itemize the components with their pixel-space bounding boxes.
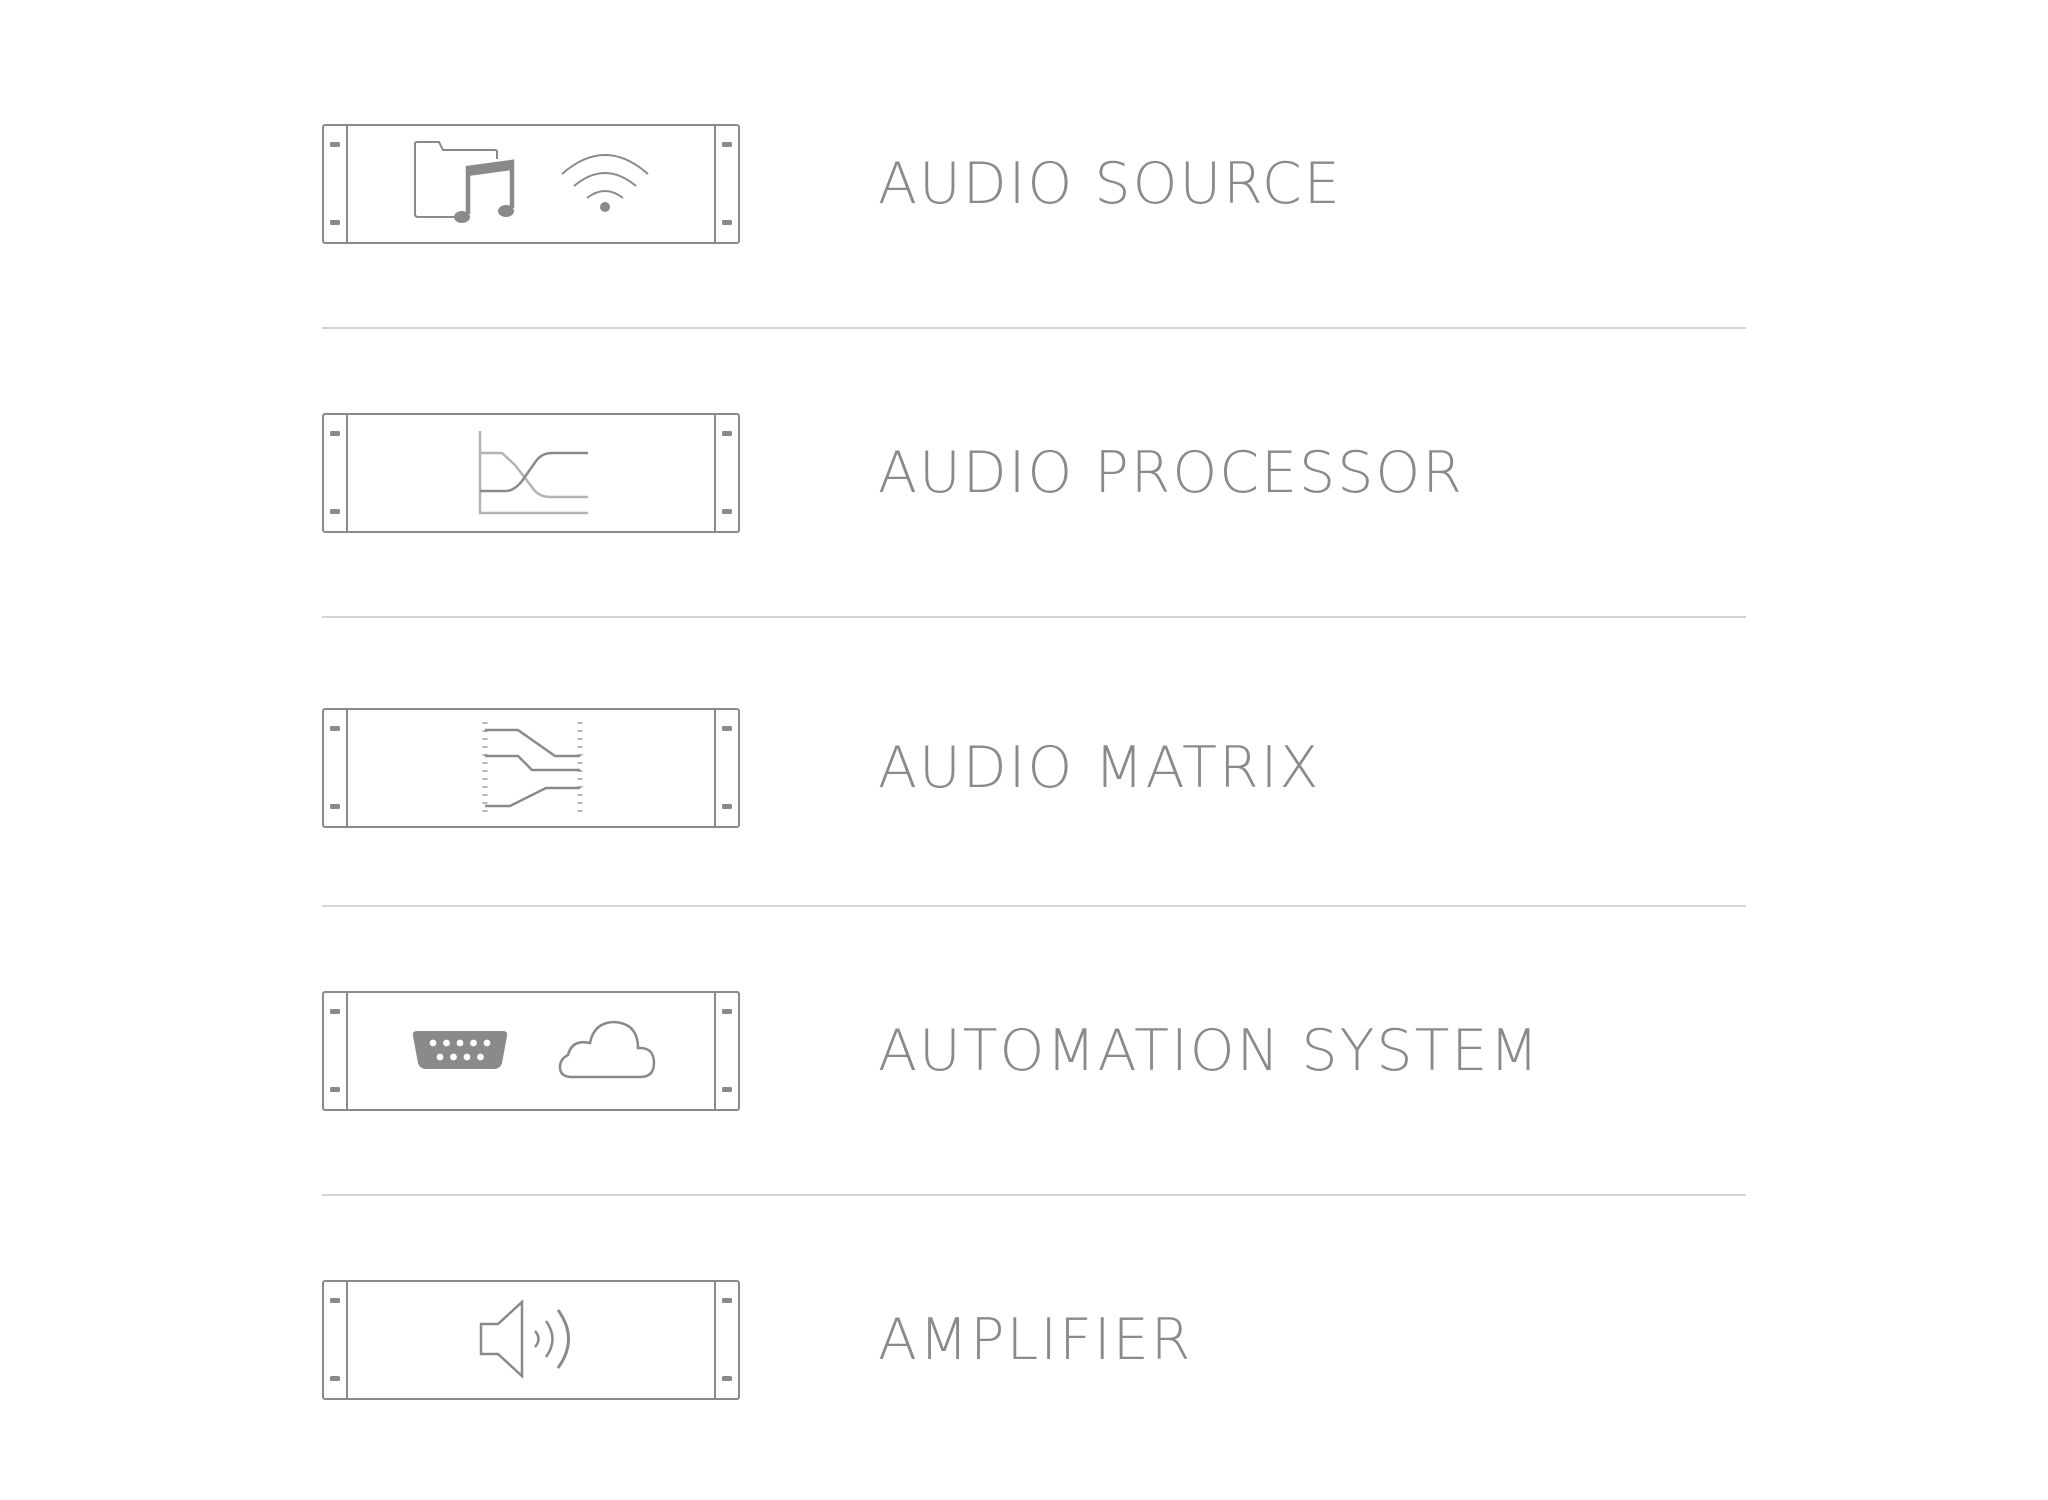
wifi-icon: [561, 154, 649, 212]
rack-unit: [322, 124, 740, 244]
device-label: AUTOMATION SYSTEM: [878, 1018, 1541, 1084]
row-audio-source: AUDIO SOURCE: [322, 124, 1746, 244]
rack-unit: [322, 708, 740, 828]
music-folder-icon: [414, 141, 515, 223]
device-label: AUDIO PROCESSOR: [878, 440, 1464, 506]
cloud-icon: [558, 1020, 656, 1079]
row-divider: [322, 1194, 1746, 1196]
rack-unit: [322, 1280, 740, 1400]
row-divider: [322, 616, 1746, 618]
rack-unit: [322, 413, 740, 533]
crossover-curve-icon: [478, 431, 588, 515]
device-label: AMPLIFIER: [878, 1307, 1193, 1373]
row-automation-system: AUTOMATION SYSTEM: [322, 991, 1746, 1111]
row-divider: [322, 905, 1746, 907]
row-divider: [322, 327, 1746, 329]
row-audio-matrix: AUDIO MATRIX: [322, 708, 1746, 828]
speaker-icon: [479, 1299, 570, 1379]
row-amplifier: AMPLIFIER: [322, 1280, 1746, 1400]
matrix-routing-icon: [482, 722, 583, 814]
rack-unit: [322, 991, 740, 1111]
serial-port-icon: [412, 1031, 508, 1069]
row-audio-processor: AUDIO PROCESSOR: [322, 413, 1746, 533]
device-label: AUDIO MATRIX: [878, 735, 1321, 801]
device-label: AUDIO SOURCE: [878, 151, 1342, 217]
